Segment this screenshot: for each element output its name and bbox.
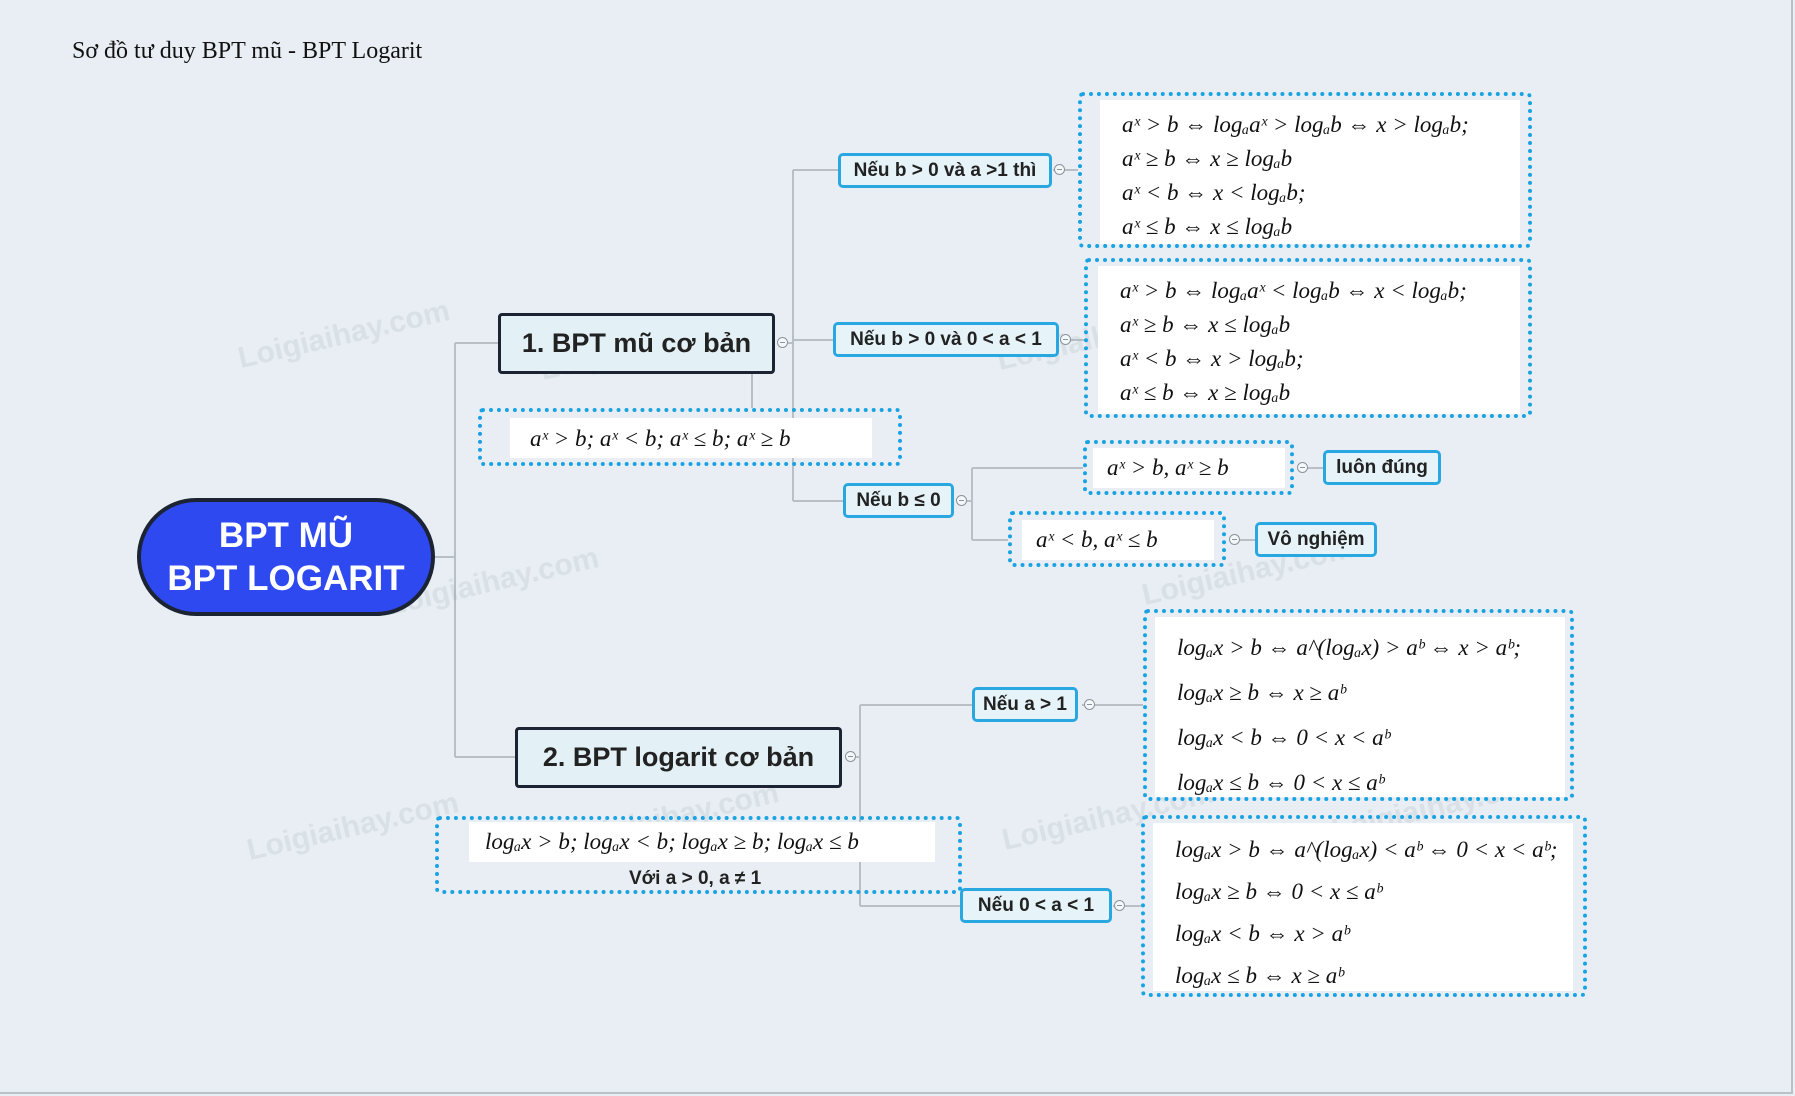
collapse-icon[interactable]: [1084, 699, 1095, 710]
case-always-true-formula: aˣ > b, aˣ ≥ b: [1107, 455, 1229, 480]
rule-line: aˣ ≥ b ⇔ x ≥ logₐb: [1122, 146, 1293, 171]
rule-line: logₐx ≥ b ⇔ 0 < x ≤ aᵇ: [1175, 879, 1382, 904]
rule-line: aˣ < b ⇔ x < logₐb;: [1122, 180, 1306, 205]
rule-line: aˣ > b ⇔ logₐaˣ < logₐb ⇔ x < logₐb;: [1120, 278, 1467, 303]
collapse-icon[interactable]: [1229, 534, 1240, 545]
rules-box-log-a-gt-1[interactable]: logₐx > b ⇔ a^(logₐx) > aᵇ ⇔ x > aᵇ; log…: [1143, 609, 1574, 801]
root-node[interactable]: BPT MŨ BPT LOGARIT: [137, 498, 435, 616]
rule-line: logₐx ≤ b ⇔ 0 < x ≤ aᵇ: [1177, 770, 1384, 795]
collapse-icon[interactable]: [777, 337, 788, 348]
exponential-forms-box[interactable]: aˣ > b; aˣ < b; aˣ ≤ b; aˣ ≥ b: [478, 408, 902, 466]
collapse-icon[interactable]: [1054, 164, 1065, 175]
result-no-solution[interactable]: Vô nghiệm: [1255, 522, 1377, 557]
page-title: Sơ đồ tư duy BPT mũ - BPT Logarit: [72, 38, 423, 64]
logarithm-forms: logₐx > b; logₐx < b; logₐx ≥ b; logₐx ≤…: [485, 829, 859, 854]
exponential-forms: aˣ > b; aˣ < b; aˣ ≤ b; aˣ ≥ b: [530, 426, 791, 451]
rule-line: logₐx > b ⇔ a^(logₐx) < aᵇ ⇔ 0 < x < aᵇ;: [1175, 837, 1558, 862]
condition-b-le-0[interactable]: Nếu b ≤ 0: [843, 483, 954, 518]
rule-line: logₐx ≤ b ⇔ x ≥ aᵇ: [1175, 963, 1344, 988]
case-always-true-box[interactable]: aˣ > b, aˣ ≥ b: [1083, 440, 1294, 495]
rule-line: aˣ < b ⇔ x > logₐb;: [1120, 346, 1304, 371]
case-no-solution-box[interactable]: aˣ < b, aˣ ≤ b: [1008, 511, 1226, 567]
rules-box-log-a-lt-1[interactable]: logₐx > b ⇔ a^(logₐx) < aᵇ ⇔ 0 < x < aᵇ;…: [1141, 815, 1587, 997]
logarithm-forms-box[interactable]: logₐx > b; logₐx < b; logₐx ≥ b; logₐx ≤…: [435, 816, 962, 894]
logarithm-condition-note: Với a > 0, a ≠ 1: [629, 868, 762, 889]
rule-line: aˣ ≤ b ⇔ x ≥ logₐb: [1120, 380, 1291, 405]
condition-a-lt-1[interactable]: Nếu 0 < a < 1: [960, 888, 1112, 923]
rules-box-exp-a-lt-1[interactable]: aˣ > b ⇔ logₐaˣ < logₐb ⇔ x < logₐb; aˣ …: [1084, 258, 1532, 418]
case-no-solution-formula: aˣ < b, aˣ ≤ b: [1036, 527, 1158, 552]
branch-logarithm-topic[interactable]: 2. BPT logarit cơ bản: [515, 727, 842, 788]
condition-b-pos-a-gt-1[interactable]: Nếu b > 0 và a >1 thì: [838, 153, 1052, 188]
collapse-icon[interactable]: [956, 495, 967, 506]
branch-exponential-topic[interactable]: 1. BPT mũ cơ bản: [498, 313, 775, 374]
condition-b-pos-a-lt-1[interactable]: Nếu b > 0 và 0 < a < 1: [833, 322, 1059, 357]
rule-line: logₐx > b ⇔ a^(logₐx) > aᵇ ⇔ x > aᵇ;: [1177, 635, 1521, 660]
rule-line: logₐx < b ⇔ x > aᵇ: [1175, 921, 1350, 946]
collapse-icon[interactable]: [845, 751, 856, 762]
rule-line: logₐx ≥ b ⇔ x ≥ aᵇ: [1177, 680, 1346, 705]
rule-line: aˣ ≥ b ⇔ x ≤ logₐb: [1120, 312, 1291, 337]
collapse-icon[interactable]: [1297, 462, 1308, 473]
rule-line: aˣ ≤ b ⇔ x ≤ logₐb: [1122, 214, 1293, 239]
rules-box-exp-a-gt-1[interactable]: aˣ > b ⇔ logₐaˣ > logₐb ⇔ x > logₐb; aˣ …: [1078, 92, 1532, 248]
collapse-icon[interactable]: [1060, 334, 1071, 345]
root-title-line1: BPT MŨ: [218, 516, 354, 555]
root-title-line2: BPT LOGARIT: [167, 559, 405, 598]
condition-a-gt-1[interactable]: Nếu a > 1: [972, 687, 1078, 722]
rule-line: logₐx < b ⇔ 0 < x < aᵇ: [1177, 725, 1390, 750]
rule-line: aˣ > b ⇔ logₐaˣ > logₐb ⇔ x > logₐb;: [1122, 112, 1469, 137]
result-always-true[interactable]: luôn đúng: [1323, 450, 1441, 485]
collapse-icon[interactable]: [1114, 900, 1125, 911]
